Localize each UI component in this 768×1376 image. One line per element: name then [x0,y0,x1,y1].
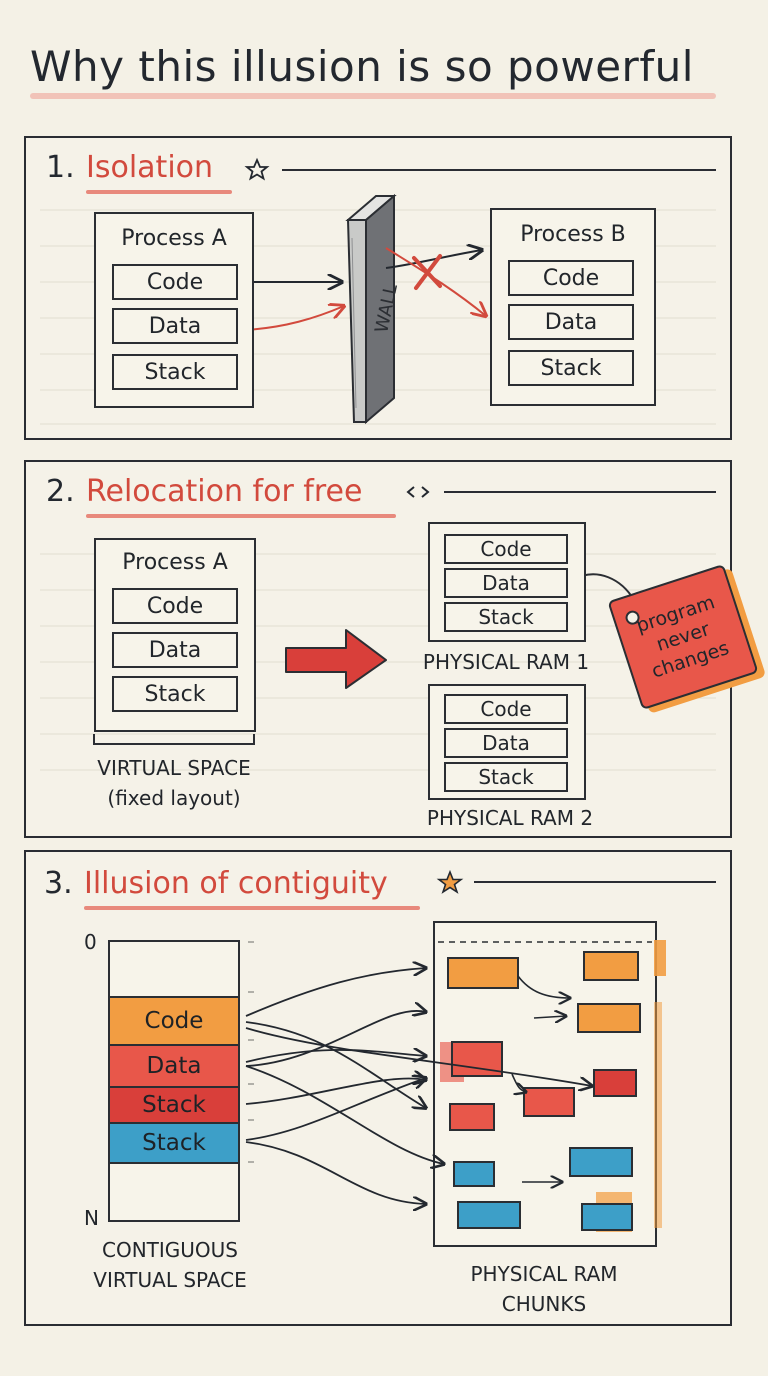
wall [345,193,397,425]
ram2-code: Code [444,694,568,724]
section-title: Relocation for free [86,474,363,509]
section-title: Illusion of contiguity [84,866,388,901]
section-title-underline [86,190,232,194]
panel-contiguity: 3. Illusion of contiguity 0 N Code Data … [24,850,732,1326]
section-number: 2. [46,474,75,509]
section-title: Isolation [86,150,214,185]
virtual-segment-code: Code [110,996,238,1044]
title-underline [30,93,716,99]
relocation-arrow [285,629,387,689]
ram1-stack: Stack [444,602,568,632]
chunk-blue-1 [453,1161,495,1187]
blocked-arrow-1 [385,250,482,269]
virtual-bracket [93,734,255,745]
panel-relocation: 2. Relocation for free Process A Code Da… [24,460,759,838]
axis-bottom-label: N [84,1206,99,1230]
contiguous-caption-1: CONTIGUOUS [102,1238,238,1262]
chunk-code-3 [577,1003,641,1033]
virtual-data: Data [112,632,238,668]
process-b-box: Process B Code Data Stack [490,208,656,406]
data-arrow [243,306,344,331]
process-a-code: Code [112,264,238,300]
star-filled-icon [436,869,464,894]
axis-ticks [248,941,254,1163]
section-number: 1. [46,150,75,185]
ram1-code: Code [444,534,568,564]
chunk-data-2 [523,1087,575,1117]
chunk-arrows [511,975,570,1182]
ram2-data: Data [444,728,568,758]
section-title-underline [84,906,420,910]
process-b-stack: Stack [508,350,634,386]
axis-top-label: 0 [84,930,97,954]
virtual-segment-data: Data [110,1044,238,1086]
process-b-title: Process B [520,222,626,247]
ram1-caption: PHYSICAL RAM 1 [422,650,590,674]
section-title-underline [86,514,396,518]
virtual-caption-2: (fixed layout) [107,786,241,810]
chunk-data-3 [593,1069,637,1097]
virtual-segment-stack-blue: Stack [110,1122,238,1164]
virtual-process-box: Process A Code Data Stack [94,538,256,732]
red-x-icon [412,254,442,290]
chunk-blue-4 [581,1203,633,1231]
page-title: Why this illusion is so powerful [30,42,694,91]
process-a-stack: Stack [112,354,238,390]
star-outline-icon [244,157,270,181]
virtual-caption-1: VIRTUAL SPACE [97,756,251,780]
ram2-caption: PHYSICAL RAM 2 [426,806,594,830]
chunk-blue-2 [569,1147,633,1177]
physical-caption-2: CHUNKS [501,1292,587,1316]
ram2-box: Code Data Stack [428,684,586,800]
process-b-data: Data [508,304,634,340]
process-b-code: Code [508,260,634,296]
ram2-stack: Stack [444,762,568,792]
process-a-box: Process A Code Data Stack [94,212,254,408]
process-a-data: Data [112,308,238,344]
code-brackets-icon [406,486,430,498]
chunk-stack-1 [449,1103,495,1131]
virtual-code: Code [112,588,238,624]
virtual-process-title: Process A [122,550,228,575]
physical-caption-1: PHYSICAL RAM [470,1262,618,1286]
virtual-segment-stack: Stack [110,1086,238,1122]
contiguous-caption-2: VIRTUAL SPACE [93,1268,247,1292]
mapping-arrows [245,968,592,1204]
virtual-column: Code Data Stack Stack [108,940,240,1222]
panel-isolation: 1. Isolation WALL Process A Code Data St… [24,136,732,440]
section-number: 3. [44,866,73,901]
contiguity-canvas [245,869,716,1247]
ram1-data: Data [444,568,568,598]
chunk-blue-3 [457,1201,521,1229]
chunk-code-2 [583,951,639,981]
ram1-box: Code Data Stack [428,522,586,642]
process-a-title: Process A [121,226,227,251]
chunk-code-1 [447,957,519,989]
virtual-stack: Stack [112,676,238,712]
